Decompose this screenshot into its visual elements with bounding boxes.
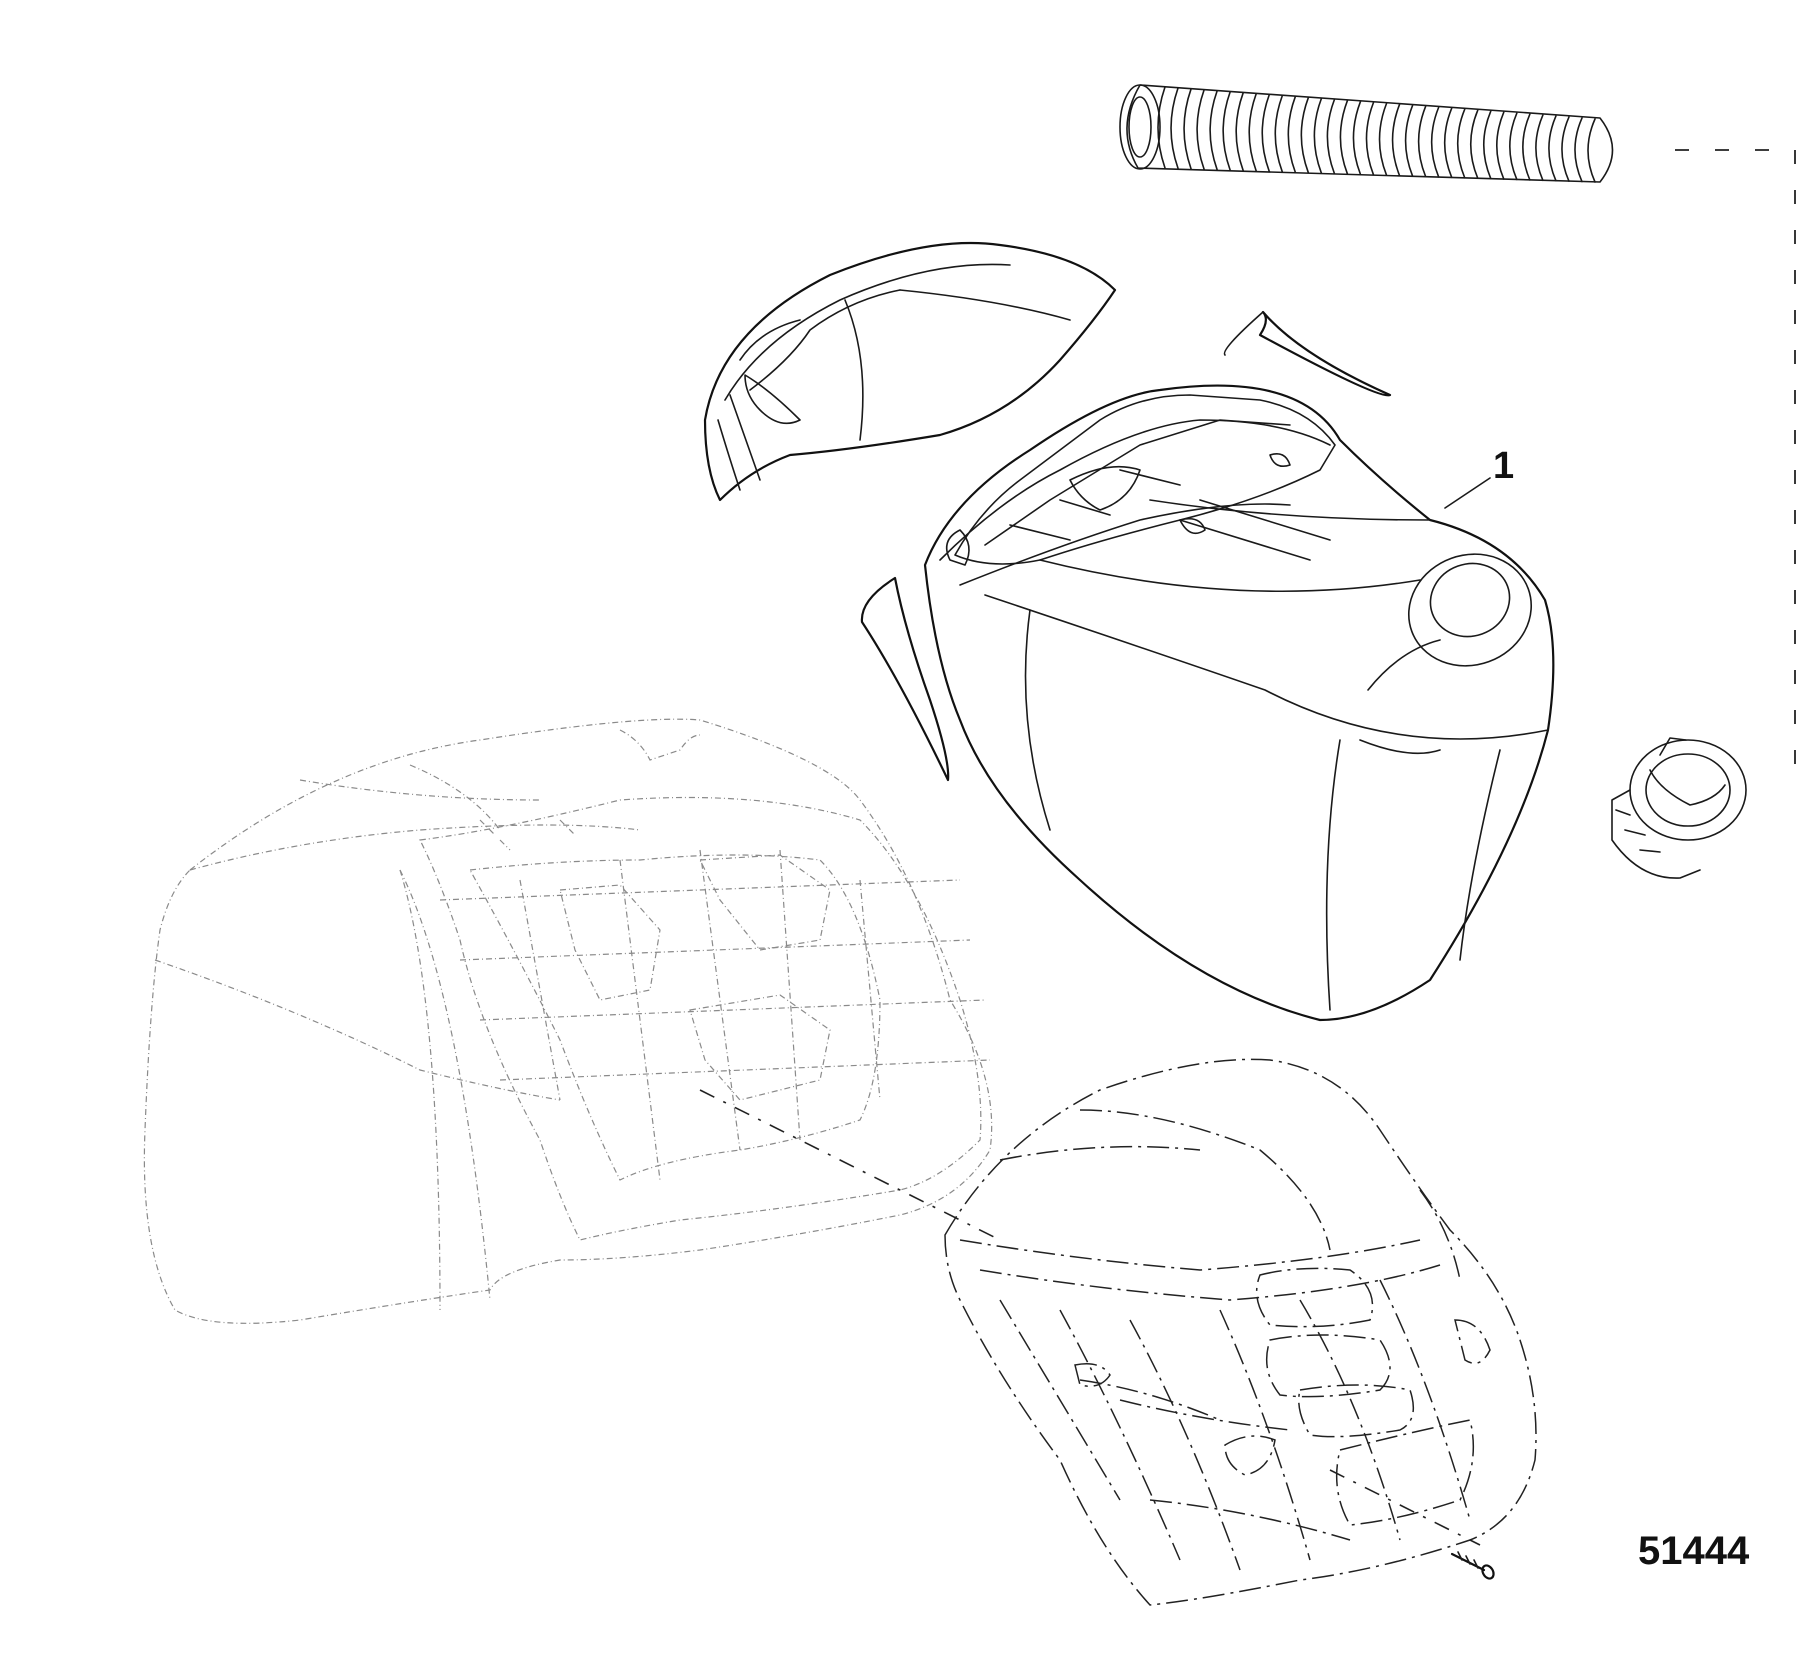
rear-cowl-ghost bbox=[143, 718, 993, 1324]
hose-rib bbox=[1456, 108, 1466, 179]
hose-rib bbox=[1535, 114, 1544, 182]
hose-rib bbox=[1391, 103, 1401, 177]
hose-rib bbox=[1561, 116, 1570, 182]
hose-rib bbox=[1365, 101, 1375, 176]
assembly-boundary-line bbox=[1675, 149, 1796, 780]
hose-rib bbox=[1274, 94, 1284, 173]
hose-rib bbox=[1339, 99, 1349, 175]
callout-1-label: 1 bbox=[1493, 445, 1514, 487]
figure-number: 51444 bbox=[1638, 1529, 1750, 1573]
hose-rib bbox=[1378, 102, 1388, 177]
hose-rib bbox=[1300, 96, 1310, 174]
hose-rib bbox=[1157, 86, 1166, 169]
hose-rib bbox=[1209, 90, 1218, 171]
hose-rib bbox=[1522, 113, 1531, 181]
hose-rib bbox=[1222, 91, 1231, 171]
explosion-leader-lines bbox=[699, 1089, 1481, 1546]
side-trim-strip-lower[interactable] bbox=[860, 576, 950, 782]
callout-1: 1 bbox=[1444, 445, 1514, 509]
hose-rib bbox=[1548, 115, 1557, 182]
air-intake-grommet[interactable] bbox=[1611, 737, 1747, 879]
hose-rib bbox=[1509, 112, 1518, 181]
hose-rib bbox=[1287, 95, 1297, 174]
hose-rib bbox=[1483, 110, 1492, 180]
hose-rib bbox=[1326, 98, 1336, 175]
hose-rib bbox=[1183, 88, 1192, 170]
screw[interactable] bbox=[1450, 1551, 1496, 1581]
corrugated-hose[interactable] bbox=[1119, 84, 1614, 183]
top-cowl-front-cover[interactable] bbox=[703, 241, 1117, 502]
hose-rib bbox=[1170, 87, 1179, 170]
hose-rib bbox=[1574, 117, 1583, 183]
hose-rib bbox=[1417, 105, 1427, 178]
hose-rib bbox=[1443, 107, 1453, 179]
hose-rib bbox=[1352, 100, 1362, 176]
hose-rib bbox=[1404, 104, 1414, 177]
hose-rib bbox=[1587, 118, 1596, 183]
hose-rib bbox=[1496, 111, 1505, 180]
hose-rib bbox=[1196, 89, 1205, 171]
front-cowl-phantom bbox=[944, 1058, 1537, 1606]
hose-rib bbox=[1313, 97, 1323, 174]
hose-rib bbox=[1248, 92, 1258, 172]
hose-rib bbox=[1470, 109, 1479, 179]
side-trim-strip-upper[interactable] bbox=[1223, 310, 1392, 397]
top-cowl-assembly[interactable] bbox=[923, 384, 1555, 1022]
hose-rib bbox=[1430, 106, 1440, 178]
hose-rib bbox=[1261, 93, 1271, 173]
hose-rib bbox=[1235, 92, 1244, 172]
